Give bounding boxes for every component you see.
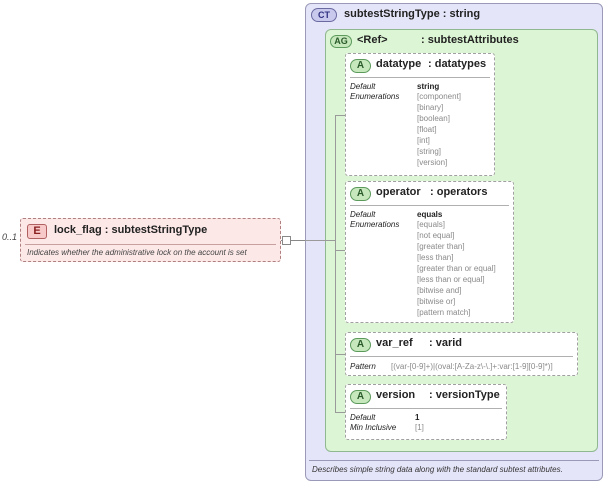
attribute-tag-icon: A (350, 338, 371, 352)
enumeration-item: [less than] (417, 253, 454, 262)
enumeration-item: [binary] (417, 103, 444, 112)
attribute-tag-icon: A (350, 390, 371, 404)
attribute-divider (350, 408, 502, 409)
connector-line (291, 240, 305, 241)
element-type: : subtestStringType (104, 224, 208, 236)
enumeration-item: [bitwise or] (417, 297, 456, 306)
enumerations-label: Enumerations (350, 92, 400, 101)
expand-collapse-icon[interactable] (282, 236, 291, 245)
enumerations-label: Enumerations (350, 220, 400, 229)
default-label: Default (350, 82, 376, 91)
attribute-group-ref-label: <Ref> (357, 34, 388, 46)
element-title: lock_flag : subtestStringType (54, 224, 207, 236)
enumeration-item: [not equal] (417, 231, 455, 240)
default-label: Default (350, 210, 376, 219)
attribute-type: : versionType (429, 389, 500, 401)
enumeration-item: [float] (417, 125, 437, 134)
enumeration-item: [greater than or equal] (417, 264, 496, 273)
attribute-type: : datatypes (428, 58, 487, 70)
tree-line (335, 115, 345, 116)
attribute-name: operator (376, 186, 421, 198)
pattern-label: Pattern (350, 362, 376, 371)
element-occurrence: 0..1 (2, 232, 18, 242)
complex-type-divider (309, 460, 599, 461)
default-value: 1 (415, 413, 420, 422)
attribute-version[interactable]: A version : versionType Default Min Incl… (345, 384, 507, 440)
element-description: Indicates whether the administrative loc… (27, 248, 247, 257)
element-divider (25, 244, 276, 245)
attribute-type: : varid (429, 337, 463, 349)
tree-line (335, 412, 345, 413)
enumeration-item: [bitwise and] (417, 286, 462, 295)
attribute-var-ref[interactable]: A var_ref : varid Pattern [(var-[0-9]+)|… (345, 332, 578, 376)
enumeration-item: [greater than] (417, 242, 465, 251)
element-lock-flag[interactable]: E lock_flag : subtestStringType Indicate… (20, 218, 281, 262)
enumeration-item: [version] (417, 158, 448, 167)
attribute-tag-icon: A (350, 187, 371, 201)
attribute-type: : operators (430, 186, 488, 198)
complex-type-description: Describes simple string data along with … (312, 465, 563, 474)
attribute-divider (350, 77, 490, 78)
enumeration-list: [equals] [not equal] [greater than] [les… (417, 219, 496, 318)
enumeration-item: [component] (417, 92, 462, 101)
attribute-divider (350, 205, 509, 206)
tree-line (335, 354, 345, 355)
enumeration-item: [equals] (417, 220, 446, 229)
attribute-tag-icon: A (350, 59, 371, 73)
complex-type-tag-icon: CT (311, 8, 337, 22)
enumeration-item: [boolean] (417, 114, 450, 123)
enumeration-item: [int] (417, 136, 430, 145)
min-inclusive-value: [1] (415, 423, 424, 432)
min-inclusive-label: Min Inclusive (350, 423, 397, 432)
attribute-group-name: : subtestAttributes (421, 34, 519, 46)
attribute-divider (350, 356, 573, 357)
enumeration-item: [less than or equal] (417, 275, 485, 284)
attribute-group-tag-icon: AG (330, 35, 352, 48)
attribute-name: var_ref (376, 337, 413, 349)
default-label: Default (350, 413, 376, 422)
element-tag-icon: E (27, 224, 47, 239)
attribute-operator[interactable]: A operator : operators Default Enumerati… (345, 181, 514, 323)
tree-line (335, 250, 345, 251)
default-value: string (417, 82, 440, 91)
tree-line (305, 240, 335, 241)
attribute-datatype[interactable]: A datatype : datatypes Default Enumerati… (345, 53, 495, 176)
attribute-name: datatype (376, 58, 422, 70)
pattern-value: [(var-[0-9]+)|(oval:[A-Za-z\-\.]+:var:[1… (391, 362, 553, 371)
enumeration-list: [component] [binary] [boolean] [float] [… (417, 91, 461, 168)
default-value: equals (417, 210, 443, 219)
enumeration-item: [pattern match] (417, 308, 471, 317)
complex-type-title: subtestStringType : string (344, 8, 481, 20)
attribute-name: version (376, 389, 416, 401)
element-name: lock_flag (54, 224, 102, 236)
tree-line (335, 115, 336, 413)
enumeration-item: [string] (417, 147, 442, 156)
